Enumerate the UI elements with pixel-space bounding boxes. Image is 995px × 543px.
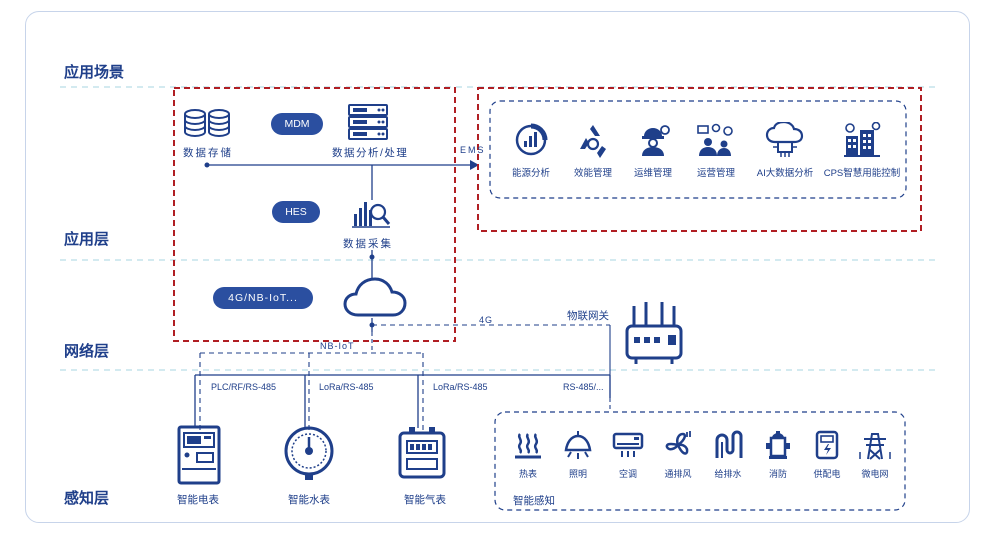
app-maintenance-management: 运维管理 <box>628 122 678 179</box>
sensing-label: 供配电 <box>813 469 841 479</box>
power-tower-icon <box>859 433 891 460</box>
operations-people-icon <box>697 123 733 156</box>
energy-analysis-icon <box>515 123 548 156</box>
air-conditioner-icon <box>612 432 644 457</box>
app-label: 效能管理 <box>573 168 612 179</box>
water-meter-icon <box>284 426 334 480</box>
network-pill: 4G/NB-IoT... <box>213 287 313 309</box>
smart-building-icon <box>844 121 881 157</box>
database-icon <box>184 109 230 138</box>
fan-icon <box>665 431 691 455</box>
sensing-fire: 消防 <box>757 430 799 480</box>
sensing-title: 智能感知 <box>513 495 555 507</box>
electric-meter-label: 智能电表 <box>177 494 219 506</box>
sensing-water: 给排水 <box>707 430 749 480</box>
lora-label-2: LoRa/RS-485 <box>433 382 488 392</box>
hes-pill: HES <box>272 201 320 223</box>
app-label: 运维管理 <box>633 168 672 179</box>
app-operations-management: 运营管理 <box>690 122 742 179</box>
water-pipe-icon <box>715 430 743 458</box>
gas-meter-label: 智能气表 <box>404 494 446 506</box>
link-4g-label: 4G <box>479 315 494 325</box>
water-meter-label: 智能水表 <box>288 494 330 506</box>
layer-label-perception: 感知层 <box>64 490 110 507</box>
sensing-power-supply: 供配电 <box>805 430 849 480</box>
plc-label: PLC/RF/RS-485 <box>211 382 277 392</box>
sensing-label: 微电网 <box>861 469 889 479</box>
sensing-label: 照明 <box>568 469 587 479</box>
app-label: AI大数据分析 <box>756 168 814 179</box>
heat-icon <box>515 433 541 459</box>
app-energy-analysis: 能源分析 <box>508 122 554 179</box>
sensing-label: 空调 <box>618 469 637 479</box>
app-ai-big-data: AI大数据分析 <box>752 120 818 179</box>
sensing-heat: 热表 <box>507 430 549 480</box>
maintenance-worker-icon <box>642 125 670 156</box>
hydrant-icon <box>766 431 790 459</box>
lamp-icon <box>564 431 592 459</box>
data-analysis-label: 数据分析/处理 <box>332 147 409 159</box>
recycle-icon <box>580 125 606 158</box>
gateway-label: 物联网关 <box>567 310 609 322</box>
layer-label-application: 应用层 <box>64 231 110 248</box>
sensing-microgrid: 微电网 <box>853 430 897 480</box>
lora-label-1: LoRa/RS-485 <box>319 382 374 392</box>
data-storage-label: 数据存储 <box>183 147 233 159</box>
sensing-lighting: 照明 <box>557 430 599 480</box>
ai-cloud-icon <box>765 120 804 157</box>
app-label: CPS智慧用能控制 <box>823 168 901 179</box>
sensing-label: 热表 <box>518 469 537 479</box>
data-collection-icon <box>352 202 391 228</box>
power-supply-icon <box>815 430 839 460</box>
sensing-ventilation: 通排风 <box>657 430 699 480</box>
ems-label: EMS <box>460 145 486 155</box>
iot-gateway-icon <box>625 302 683 364</box>
layer-label-network: 网络层 <box>64 343 110 360</box>
server-rack-icon <box>348 104 388 140</box>
app-label: 运营管理 <box>696 168 735 179</box>
sensing-label: 给排水 <box>714 469 742 479</box>
diagram-frame <box>25 11 970 523</box>
app-label: 能源分析 <box>511 168 550 179</box>
cloud-icon <box>343 277 407 317</box>
gas-meter-icon <box>398 427 446 479</box>
app-cps-control: CPS智慧用能控制 <box>822 121 902 179</box>
sensing-ac: 空调 <box>607 430 649 480</box>
layer-label-application-scene: 应用场景 <box>64 64 125 81</box>
app-efficiency-management: 效能管理 <box>568 122 618 179</box>
data-collection-label: 数据采集 <box>343 238 393 250</box>
rs485-label: RS-485/... <box>563 382 604 392</box>
electric-meter-icon <box>177 425 221 485</box>
nbiot-label: NB-IoT <box>320 341 355 351</box>
sensing-label: 通排风 <box>664 469 692 479</box>
sensing-label: 消防 <box>768 469 787 479</box>
mdm-pill: MDM <box>271 113 323 135</box>
